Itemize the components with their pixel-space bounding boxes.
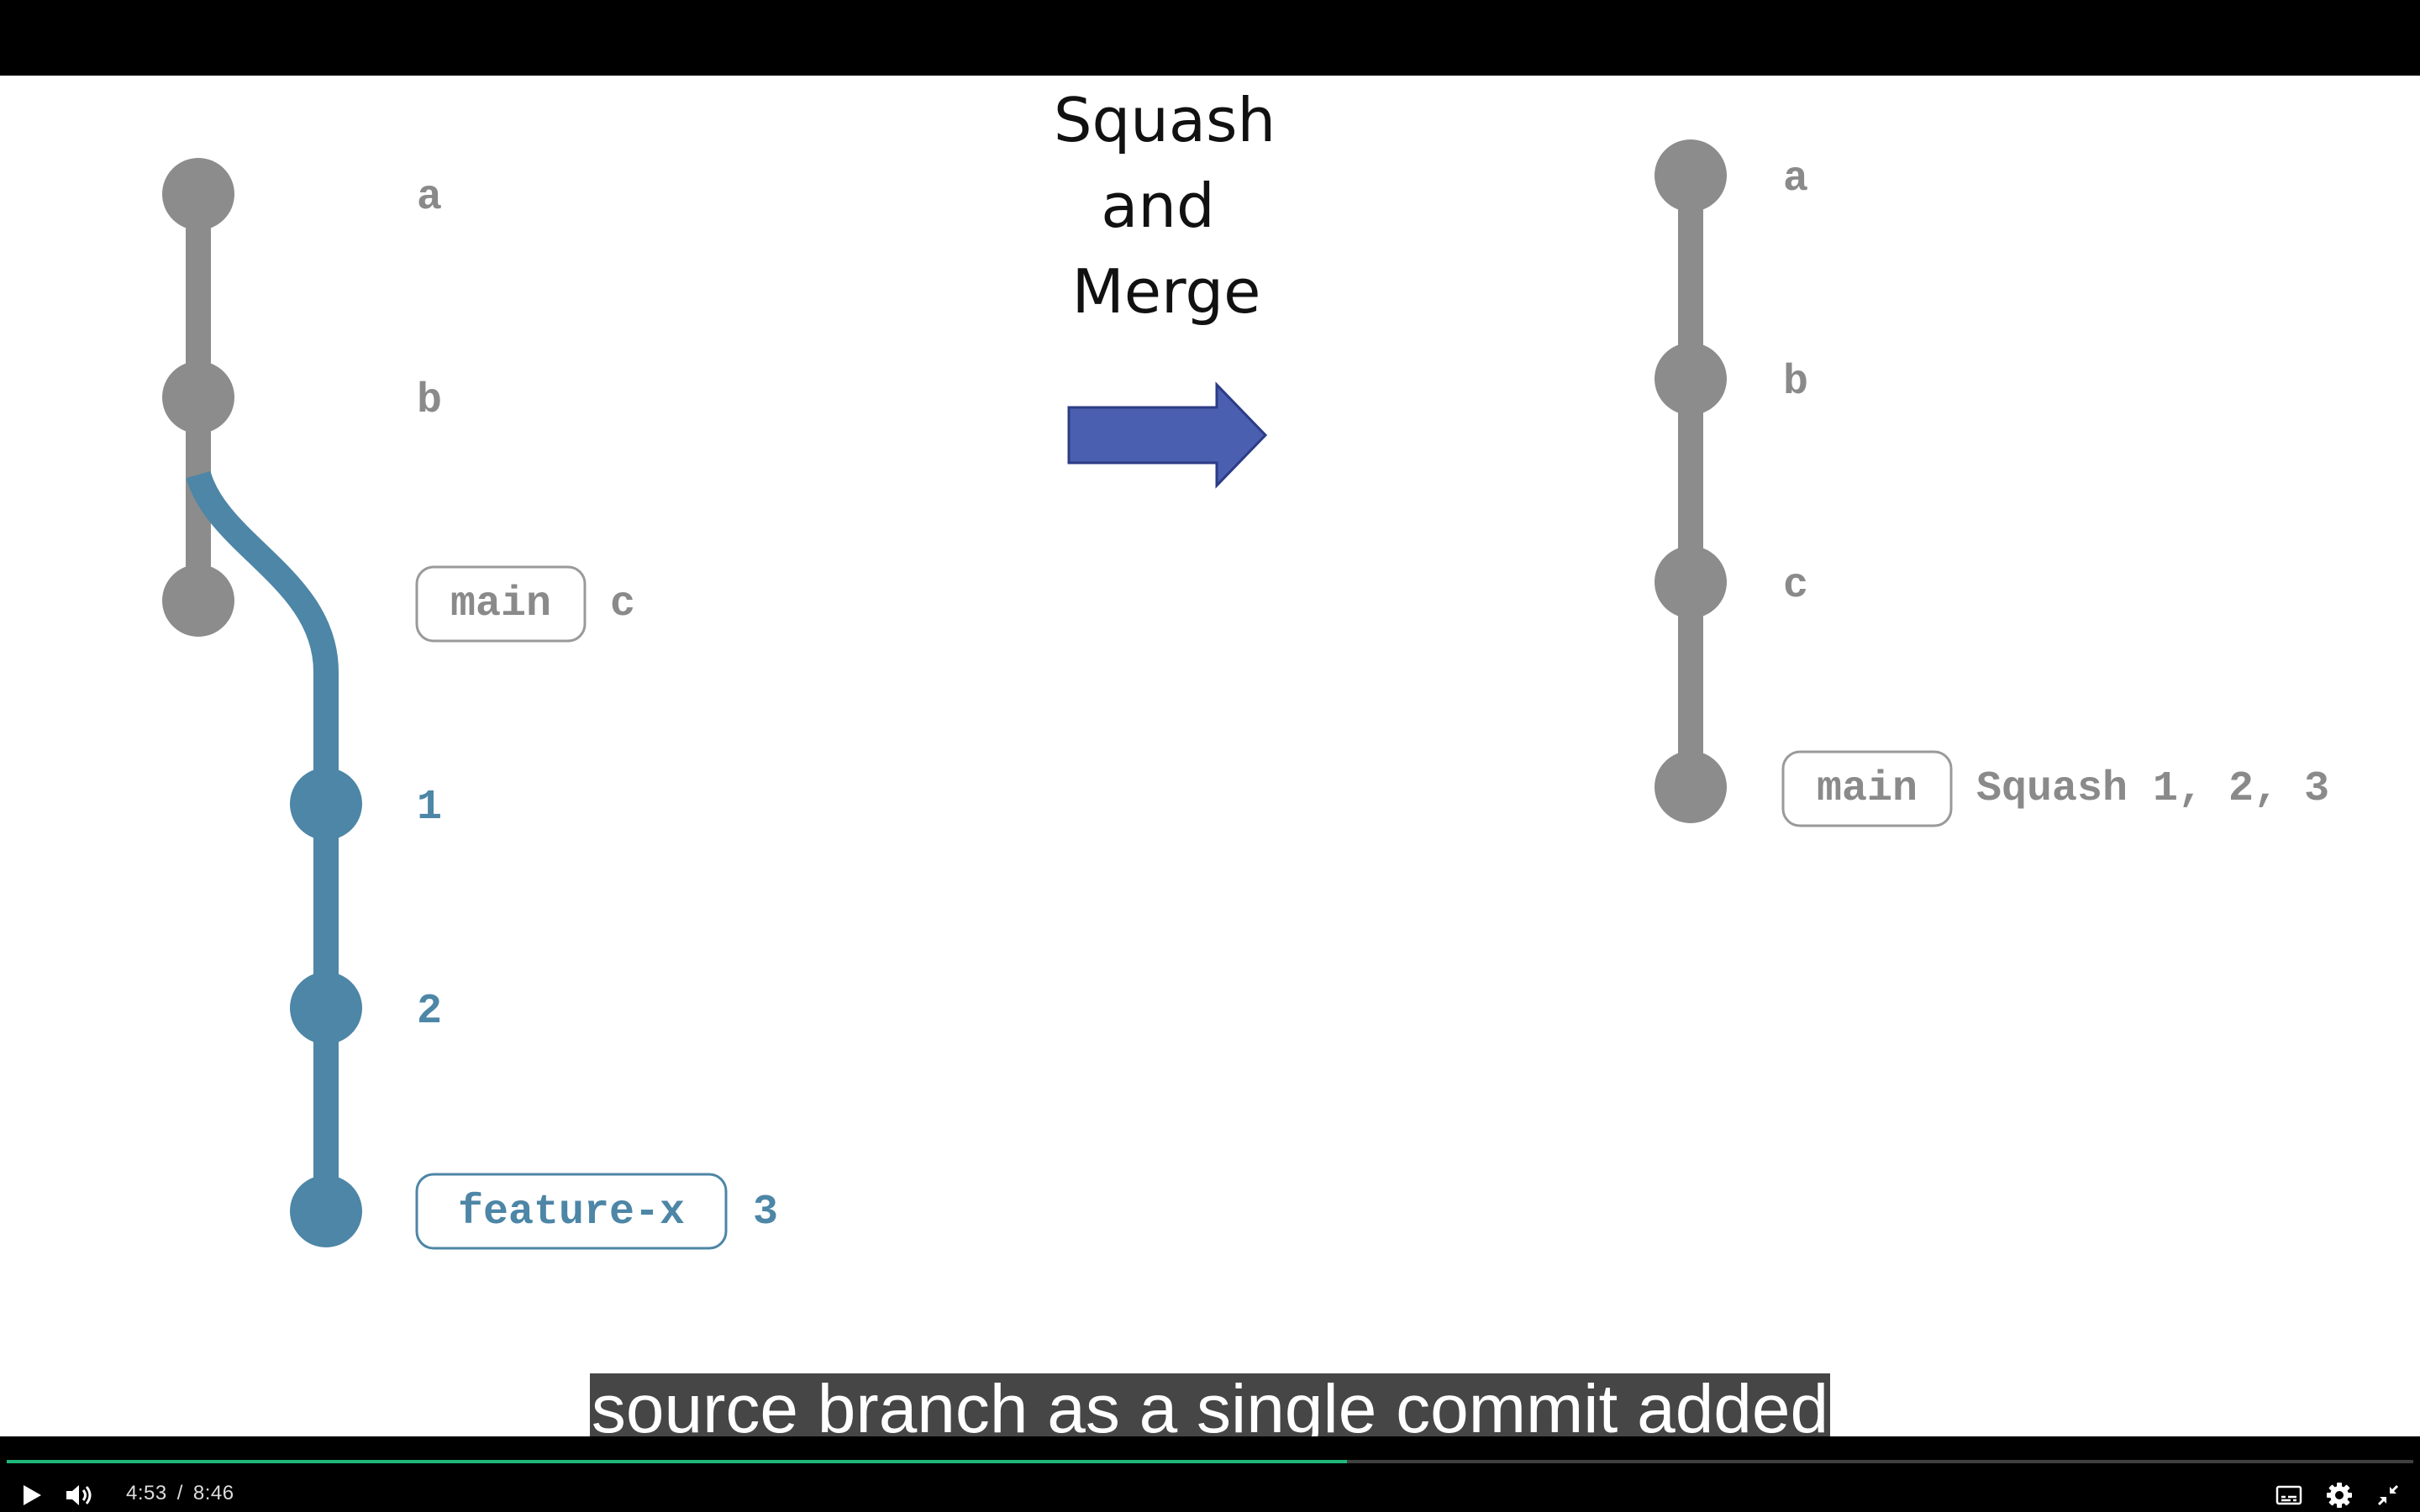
time-separator: / xyxy=(176,1482,183,1504)
commit-label-1: 1 xyxy=(417,784,442,832)
commit-node-c xyxy=(162,564,234,637)
settings-icon xyxy=(2327,1483,2352,1508)
settings-button[interactable] xyxy=(2323,1478,2356,1512)
progress-fill xyxy=(7,1460,1348,1463)
volume-icon xyxy=(66,1485,92,1505)
feature-branch-tag-label: feature-x xyxy=(458,1189,685,1236)
commit-label-2: 2 xyxy=(417,988,442,1036)
feature-branch-tag xyxy=(415,1173,728,1250)
feature-branch-line xyxy=(186,470,339,1211)
captions-icon xyxy=(2275,1485,2302,1505)
commit-node-3 xyxy=(290,1175,362,1247)
left-graph: a b main c 1 2 feature-x 3 xyxy=(162,158,778,1250)
captions-button[interactable] xyxy=(2272,1478,2306,1512)
squashed-label-b: b xyxy=(1783,359,1808,407)
title-line-2: and xyxy=(1101,171,1214,241)
commit-node-b xyxy=(162,361,234,433)
squashed-main-tag xyxy=(1781,750,1953,827)
main-branch-tag xyxy=(415,565,587,643)
time-display: 4:53 / 8:46 xyxy=(126,1482,234,1505)
volume-button[interactable] xyxy=(62,1478,96,1512)
exit-fullscreen-button[interactable] xyxy=(2371,1478,2405,1512)
title-line-1: Squash xyxy=(1054,85,1276,155)
play-button[interactable] xyxy=(15,1478,49,1512)
git-diagram: a b main c 1 2 feature-x 3 Squash and Me… xyxy=(162,85,2329,1250)
play-icon xyxy=(24,1485,41,1505)
current-time: 4:53 xyxy=(126,1482,167,1504)
squashed-label-c: c xyxy=(1783,562,1808,610)
squash-commit-label: Squash 1, 2, 3 xyxy=(1976,765,2329,813)
squashed-node-b xyxy=(1655,343,1727,415)
squashed-node-merge xyxy=(1655,751,1727,823)
squash-merge-title: Squash and Merge xyxy=(1054,85,1276,327)
title-line-3: Merge xyxy=(1072,256,1261,327)
player-controls: 4:53 / 8:46 xyxy=(0,1436,2420,1512)
right-arrow-icon xyxy=(1067,381,1268,489)
squashed-node-c xyxy=(1655,546,1727,618)
commit-label-3: 3 xyxy=(753,1189,778,1236)
video-frame[interactable]: a b main c 1 2 feature-x 3 Squash and Me… xyxy=(0,76,2420,1436)
main-branch-tag-label: main xyxy=(450,580,551,628)
commit-label-a: a xyxy=(417,174,442,222)
right-graph: a b c main Squash 1, 2, 3 xyxy=(1655,139,2329,827)
commit-label-b: b xyxy=(417,377,442,425)
squashed-label-a: a xyxy=(1783,155,1808,203)
duration: 8:46 xyxy=(192,1482,234,1504)
squashed-node-a xyxy=(1655,139,1727,212)
commit-label-c: c xyxy=(610,580,635,628)
squashed-main-tag-label: main xyxy=(1817,765,1918,813)
progress-bar[interactable] xyxy=(7,1460,2413,1463)
exit-fullscreen-icon xyxy=(2377,1484,2399,1506)
commit-node-1 xyxy=(290,768,362,840)
commit-node-a xyxy=(162,158,234,230)
commit-node-2 xyxy=(290,972,362,1044)
